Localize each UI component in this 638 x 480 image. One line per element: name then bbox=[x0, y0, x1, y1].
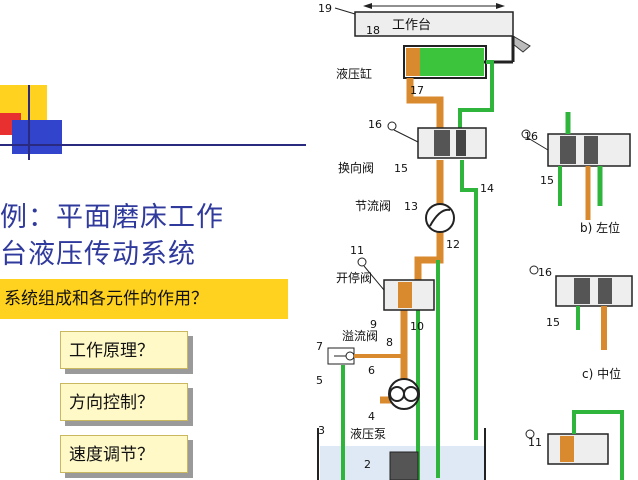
part-number: 2 bbox=[364, 458, 371, 471]
part-number: 13 bbox=[404, 200, 418, 213]
question-banner: 系统组成和各元件的作用？ bbox=[0, 279, 288, 319]
hydraulic-cylinder bbox=[403, 36, 515, 79]
part-number: 14 bbox=[480, 182, 494, 195]
left-position-label: b) 左位 bbox=[580, 220, 620, 235]
part-number: 15 bbox=[540, 174, 554, 187]
worktable-label: 工作台 bbox=[392, 18, 431, 33]
part-number: 17 bbox=[410, 84, 424, 97]
working-principle-button[interactable]: 工作原理？ bbox=[60, 331, 188, 369]
hydraulic-schematic: 工作台 液压缸 换向阀 节流阀 开停阀 溢流阀 液压泵 b) 左位 c) 中位 … bbox=[306, 0, 638, 480]
part-number: 15 bbox=[394, 162, 408, 175]
part-number: 8 bbox=[386, 336, 393, 349]
pump-label: 液压泵 bbox=[350, 426, 386, 441]
part-number: 11 bbox=[350, 244, 364, 257]
part-number: 16 bbox=[368, 118, 382, 131]
part-number: 16 bbox=[524, 130, 538, 143]
reversing-valve-label: 换向阀 bbox=[338, 160, 374, 175]
relief-valve bbox=[327, 347, 404, 365]
part-number: 3 bbox=[318, 424, 325, 437]
slide-title-line2: 台液压传动系统 bbox=[0, 239, 196, 270]
bottom-position-inset bbox=[525, 410, 624, 480]
part-number: 15 bbox=[546, 316, 560, 329]
left-position-inset bbox=[521, 112, 631, 220]
deco-vertical-line bbox=[28, 85, 30, 160]
deco-horizontal-line bbox=[0, 144, 306, 146]
part-number: 7 bbox=[316, 340, 323, 353]
middle-position-label: c) 中位 bbox=[582, 366, 621, 381]
part-number: 16 bbox=[538, 266, 552, 279]
worktable bbox=[334, 3, 531, 53]
filter bbox=[389, 451, 419, 480]
direction-control-button[interactable]: 方向控制？ bbox=[60, 383, 188, 421]
start-stop-valve-label: 开停阀 bbox=[336, 270, 372, 285]
part-number: 18 bbox=[366, 24, 380, 37]
part-number: 12 bbox=[446, 238, 460, 251]
relief-valve-label: 溢流阀 bbox=[342, 329, 378, 343]
middle-position-inset bbox=[529, 265, 633, 350]
deco-blue-square bbox=[12, 120, 62, 154]
part-number: 10 bbox=[410, 320, 424, 333]
part-number: 19 bbox=[318, 2, 332, 15]
cylinder-label: 液压缸 bbox=[336, 66, 372, 81]
speed-regulation-button[interactable]: 速度调节？ bbox=[60, 435, 188, 473]
throttle-valve bbox=[425, 203, 455, 233]
slide-title-line1: 例：平面磨床工作 bbox=[0, 202, 224, 233]
pump bbox=[388, 378, 420, 410]
part-number: 6 bbox=[368, 364, 375, 377]
part-number: 5 bbox=[316, 374, 323, 387]
start-stop-valve bbox=[357, 257, 435, 311]
part-number: 4 bbox=[368, 410, 375, 423]
part-number: 9 bbox=[370, 318, 377, 331]
reversing-valve bbox=[387, 121, 487, 159]
part-number: 11 bbox=[528, 436, 542, 449]
throttle-valve-label: 节流阀 bbox=[355, 199, 391, 213]
